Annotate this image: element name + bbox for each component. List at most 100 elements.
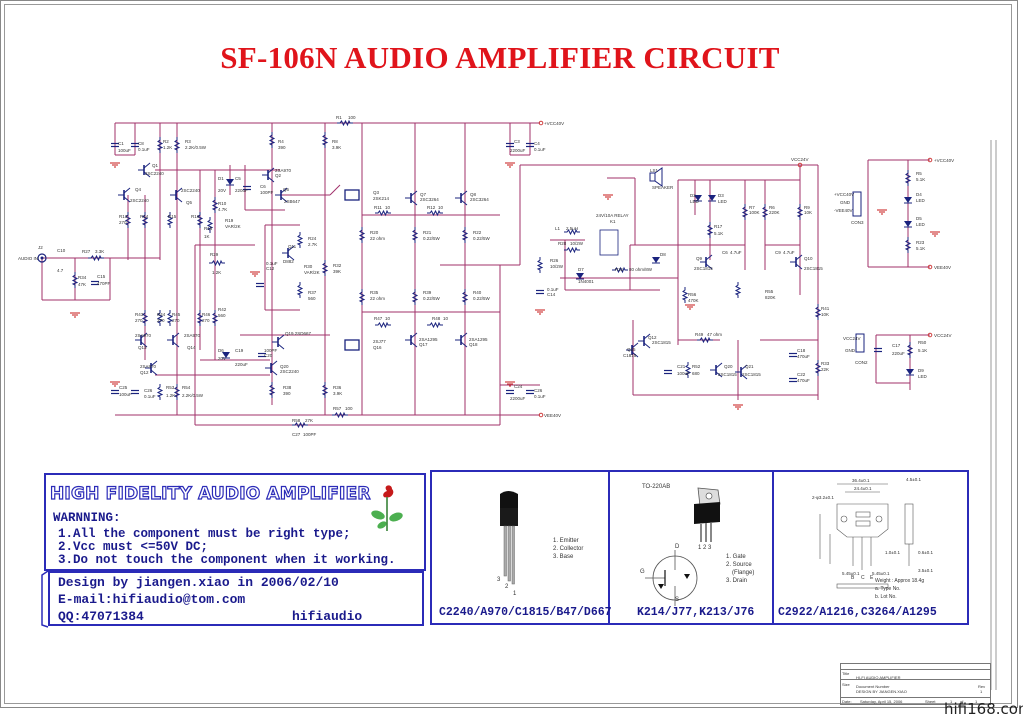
svg-text:GND: GND [840,200,851,205]
svg-text:10: 10 [385,316,391,321]
svg-text:Q2: Q2 [275,173,282,178]
to220-pin-desc-4: 3. Drain [726,578,748,584]
title-block-doc-label: Document Number [856,684,890,689]
svg-text:C18: C18 [797,348,806,353]
mt200-part-numbers: C2922/A1216,C3264/A1295 [778,606,937,619]
svg-text:1.2K: 1.2K [163,145,172,150]
svg-text:R20: R20 [370,230,379,235]
to220-pin-2: 2 [703,545,707,551]
svg-text:0.1uF: 0.1uF [266,261,278,266]
design-credit: Design by jiangen.xiao in 2006/02/10 [58,575,339,590]
svg-text:2SC2240: 2SC2240 [280,369,299,374]
schematic-labels: +VCC40V VEE40V VCC24V +VCC40V VEE40V VCC… [18,115,954,437]
svg-text:220K: 220K [769,210,780,215]
title-block-date-label: Date: [842,699,852,704]
svg-text:10/2W: 10/2W [570,241,584,246]
to220-pin-desc-2: 2. Source [726,562,752,568]
svg-text:R6: R6 [769,205,775,210]
to220-pin-desc-1: 1. Gate [726,554,746,560]
svg-text:R29: R29 [210,252,219,257]
svg-text:R39: R39 [423,290,432,295]
to92-pin-2: 2 [505,584,509,590]
svg-text:2SJ77: 2SJ77 [373,339,386,344]
svg-text:R50: R50 [918,340,927,345]
package-panel-to220 [608,470,774,625]
svg-text:2SC2240: 2SC2240 [145,171,164,176]
design-qq: QQ:47071384 [58,609,144,624]
svg-text:R54: R54 [182,385,191,390]
svg-text:VAR/2K: VAR/2K [225,224,241,229]
svg-text:10K: 10K [804,210,812,215]
svg-text:C15: C15 [97,274,106,279]
svg-text:C8: C8 [138,141,144,146]
svg-text:R21: R21 [423,230,432,235]
svg-text:0.6±0.1: 0.6±0.1 [918,550,933,555]
svg-text:Q17: Q17 [419,342,428,347]
svg-text:10: 10 [438,205,444,210]
design-brand: hifiaudio [292,609,363,624]
svg-text:R41: R41 [821,306,830,311]
svg-text:5.45±0.1: 5.45±0.1 [842,571,860,576]
svg-text:2.5uH: 2.5uH [566,226,578,231]
svg-text:0.1uF: 0.1uF [534,394,546,399]
svg-text:+VCC40V: +VCC40V [544,121,564,126]
svg-text:270: 270 [157,318,165,323]
svg-text:270: 270 [172,318,180,323]
svg-text:1.2K: 1.2K [166,393,175,398]
svg-text:R27: R27 [82,249,91,254]
svg-text:2SA1295: 2SA1295 [469,337,488,342]
svg-text:10: 10 [443,316,449,321]
svg-text:C20: C20 [264,353,273,358]
svg-text:R11: R11 [374,205,382,210]
wires [41,122,930,426]
svg-text:C9: C9 [775,250,781,255]
svg-text:SPEAKER: SPEAKER [652,185,674,190]
svg-text:100PF: 100PF [260,190,274,195]
mt200-pin-e: E [870,575,874,581]
package-panel-to92 [430,470,610,625]
to92-pin-3: 3 [497,577,501,583]
mosfet-symbol-drawing [645,550,698,606]
svg-text:20V: 20V [218,356,226,361]
svg-text:80 ohm/8W: 80 ohm/8W [629,267,653,272]
svg-text:C25: C25 [119,385,128,390]
to92-pin-1: 1 [513,591,517,597]
svg-text:2SK214: 2SK214 [373,196,390,201]
svg-text:LS1: LS1 [650,168,659,173]
svg-text:4.7uF: 4.7uF [730,250,742,255]
svg-text:VEE40V: VEE40V [544,413,561,418]
svg-text:24V/10A RELAY: 24V/10A RELAY [596,213,629,218]
svg-text:D4: D4 [916,192,922,197]
svg-text:100PF: 100PF [303,432,317,437]
svg-text:C27: C27 [292,432,301,437]
svg-text:2SA970: 2SA970 [135,333,152,338]
svg-text:Q14: Q14 [187,345,196,350]
svg-text:2200uF: 2200uF [510,148,526,153]
svg-text:100uF: 100uF [119,392,132,397]
svg-text:2SA970: 2SA970 [184,333,201,338]
svg-text:Q3: Q3 [373,190,380,195]
svg-text:R37: R37 [308,290,317,295]
svg-text:2SC3264: 2SC3264 [420,197,439,202]
info-heading: HIGH FIDELITY AUDIO AMPLIFIER [49,483,371,504]
svg-text:470uF: 470uF [797,354,810,359]
svg-text:2SC1815: 2SC1815 [652,340,671,345]
svg-text:R32: R32 [333,263,342,268]
svg-text:R14: R14 [140,214,149,219]
svg-text:D3: D3 [718,193,724,198]
svg-text:100K: 100K [749,210,760,215]
svg-text:3.9K: 3.9K [332,145,341,150]
svg-text:100uF: 100uF [118,148,131,153]
svg-text:D2: D2 [690,193,696,198]
svg-text:1N4001: 1N4001 [578,279,594,284]
svg-text:D6: D6 [218,348,224,353]
svg-text:2SC1815: 2SC1815 [742,372,761,377]
svg-text:22 ohm: 22 ohm [370,236,385,241]
svg-text:D882: D882 [283,259,294,264]
to220-pin-desc-3: (Flange) [732,570,755,576]
svg-text:C1: C1 [118,141,124,146]
title-block-of-label: of [960,699,964,704]
svg-text:2SA970: 2SA970 [140,364,157,369]
svg-text:Q13: Q13 [138,345,147,350]
